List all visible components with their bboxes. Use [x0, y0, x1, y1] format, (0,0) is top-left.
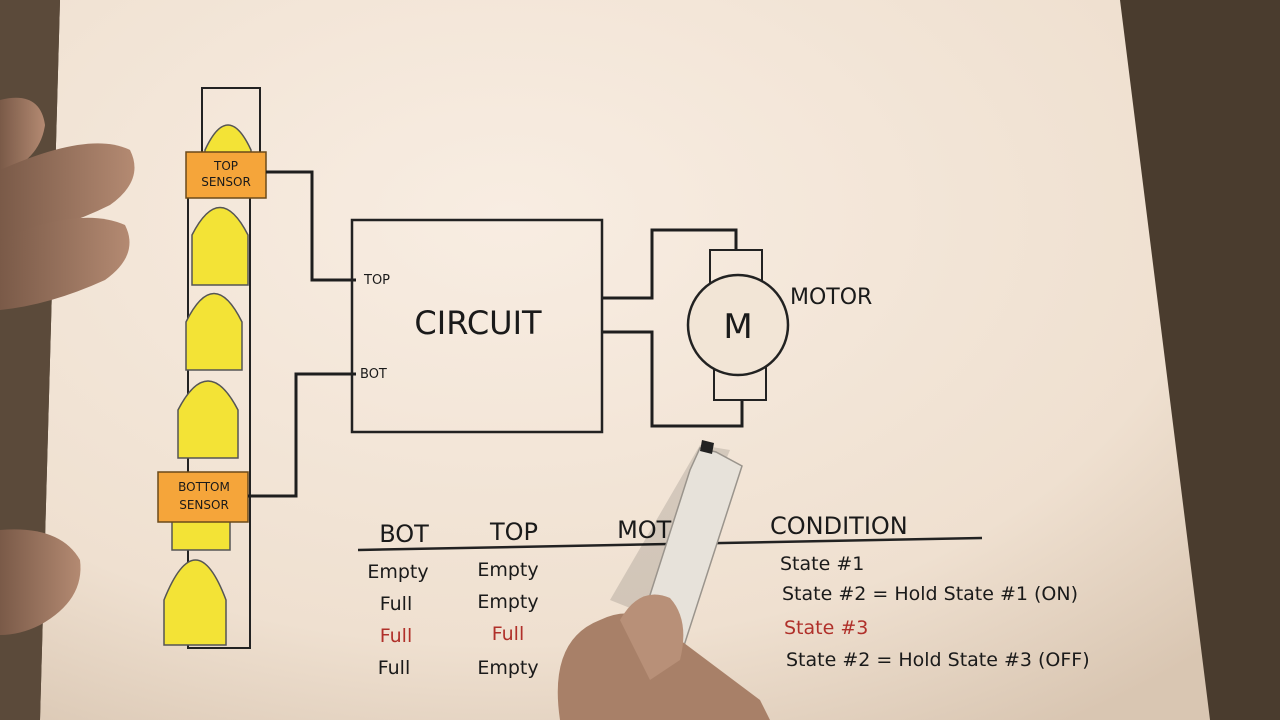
- ball-3: [185, 292, 243, 371]
- header-top: TOP: [489, 518, 538, 546]
- bottom-sensor: BOTTOM SENSOR: [157, 471, 249, 523]
- row1-condition: State #1: [780, 553, 864, 575]
- ball-4: [177, 380, 239, 459]
- bottom-sensor-label-2: SENSOR: [179, 498, 229, 512]
- right-hand: [557, 594, 770, 720]
- header-condition: CONDITION: [770, 512, 908, 540]
- row1-bot: Empty: [367, 561, 428, 583]
- row2-bot: Full: [380, 593, 413, 615]
- ball-6: [163, 559, 227, 646]
- circuit-label: CIRCUIT: [414, 304, 542, 342]
- top-sensor-label-2: SENSOR: [201, 175, 251, 189]
- row2-condition: State #2 = Hold State #1 (ON): [782, 583, 1078, 605]
- motor: M MOTOR: [686, 249, 872, 401]
- row4-top: Empty: [477, 657, 538, 679]
- row2-top: Empty: [477, 591, 538, 613]
- circuit-bot-port: BOT: [360, 367, 387, 382]
- row1-top: Empty: [477, 559, 538, 581]
- truth-table: BOT TOP MOTOR CONDITION Empty Empty Stat…: [357, 512, 1090, 679]
- row3-bot: Full: [380, 625, 413, 647]
- wire-bottom-sensor: [248, 372, 356, 498]
- row3-top: Full: [492, 623, 525, 645]
- top-sensor-label-1: TOP: [213, 159, 238, 173]
- motor-label: MOTOR: [790, 285, 872, 310]
- circuit-top-port: TOP: [363, 273, 390, 288]
- row3-condition: State #3: [784, 617, 868, 639]
- left-hand: [0, 97, 135, 635]
- top-sensor: TOP SENSOR: [185, 151, 267, 199]
- row4-bot: Full: [378, 657, 411, 679]
- circuit-block: CIRCUIT TOP BOT: [350, 218, 604, 434]
- wire-motor-top: [602, 228, 738, 300]
- wire-top-sensor: [266, 170, 356, 282]
- header-bot: BOT: [379, 520, 429, 548]
- motor-symbol: M: [723, 307, 752, 347]
- ball-2: [191, 206, 249, 286]
- wire-motor-bottom: [602, 330, 744, 428]
- row4-condition: State #2 = Hold State #3 (OFF): [786, 649, 1090, 671]
- bottom-sensor-label-1: BOTTOM: [178, 480, 230, 494]
